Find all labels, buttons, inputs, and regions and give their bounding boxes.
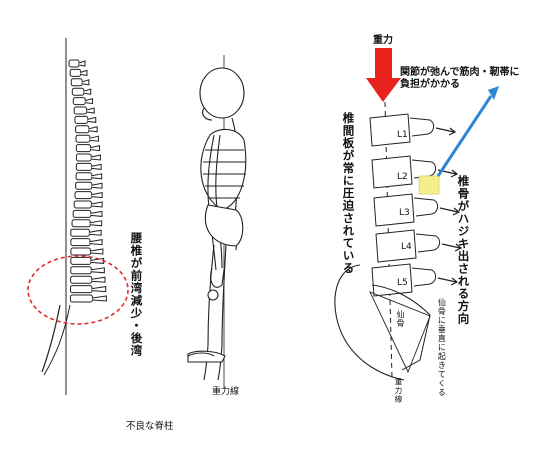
vertebra-label-L2: L2: [397, 172, 408, 182]
outward-arrow: [441, 243, 463, 252]
spine-process: [80, 69, 88, 76]
vertebra-label-L5: L5: [397, 278, 408, 288]
lumbar-process: [411, 267, 437, 287]
spine-process: [89, 135, 99, 142]
lumbar-process: [413, 197, 439, 217]
spine-process: [91, 267, 105, 274]
spine-process: [90, 144, 101, 152]
spine-process: [88, 126, 98, 133]
vertebra-label-L4: L4: [401, 242, 412, 252]
gravity-arrow: [366, 48, 401, 102]
spine-process: [89, 239, 103, 246]
joint-strain-note: 関節が弛んで筋肉・靭帯に 負担がかかる: [400, 67, 520, 90]
lumbar-vertebra-body: [369, 113, 411, 147]
spine-process: [85, 97, 93, 105]
spine-process: [82, 79, 90, 86]
lumbar-note: 腰椎が前湾減少・後湾: [129, 232, 144, 357]
lumbar-vertebra-body: [371, 263, 413, 297]
sacrum-label: 仙骨: [396, 310, 405, 328]
lumbar-process: [411, 159, 437, 179]
disc-compression-note: 椎間板が常に圧迫されている: [341, 112, 356, 275]
spine-process: [91, 191, 103, 199]
vertebra-direction-note: 椎骨がハジキ出される方向: [456, 175, 471, 325]
right-gravity-line-label: 重力線: [394, 378, 403, 404]
vertebra-label-L3: L3: [399, 208, 410, 218]
spine-process: [91, 286, 107, 293]
spine-process: [91, 173, 103, 180]
spine-process: [91, 154, 101, 161]
lumbar-vertebra-body: [373, 193, 415, 227]
spine-process: [89, 229, 102, 236]
outward-arrow: [435, 127, 457, 136]
spine-process: [83, 88, 92, 95]
outward-arrow: [437, 277, 459, 286]
spine-process: [90, 210, 103, 217]
spine-process: [78, 60, 86, 67]
lumbar-vertebra-body: [371, 155, 413, 189]
lumbar-process: [415, 233, 441, 253]
spine-process: [90, 248, 104, 255]
spine-process: [92, 295, 107, 302]
spine-process: [87, 116, 97, 123]
outward-arrow: [439, 207, 461, 216]
facet-highlight: [418, 175, 440, 195]
vertebra-label-L1: L1: [397, 130, 408, 140]
pelvis-note: 仙骨に垂直に起きてくる: [437, 298, 447, 397]
spine-process: [91, 163, 102, 170]
lumbar-process: [409, 117, 435, 137]
spine-process: [91, 201, 103, 208]
left-gravity-line-label: 重力線: [212, 387, 240, 397]
lumbar-vertebra-body: [375, 229, 417, 263]
spine-vertebra: [75, 162, 93, 171]
gravity-arrow-label: 重力: [373, 35, 393, 46]
spine-process: [91, 276, 106, 283]
left-caption: 不良な脊柱: [126, 421, 174, 432]
spine-process: [91, 182, 103, 189]
spine-process: [90, 220, 103, 227]
ligament-strain-arrow: [436, 86, 499, 177]
spine-process: [86, 107, 95, 114]
lumbar-highlight-circle: [27, 255, 129, 325]
